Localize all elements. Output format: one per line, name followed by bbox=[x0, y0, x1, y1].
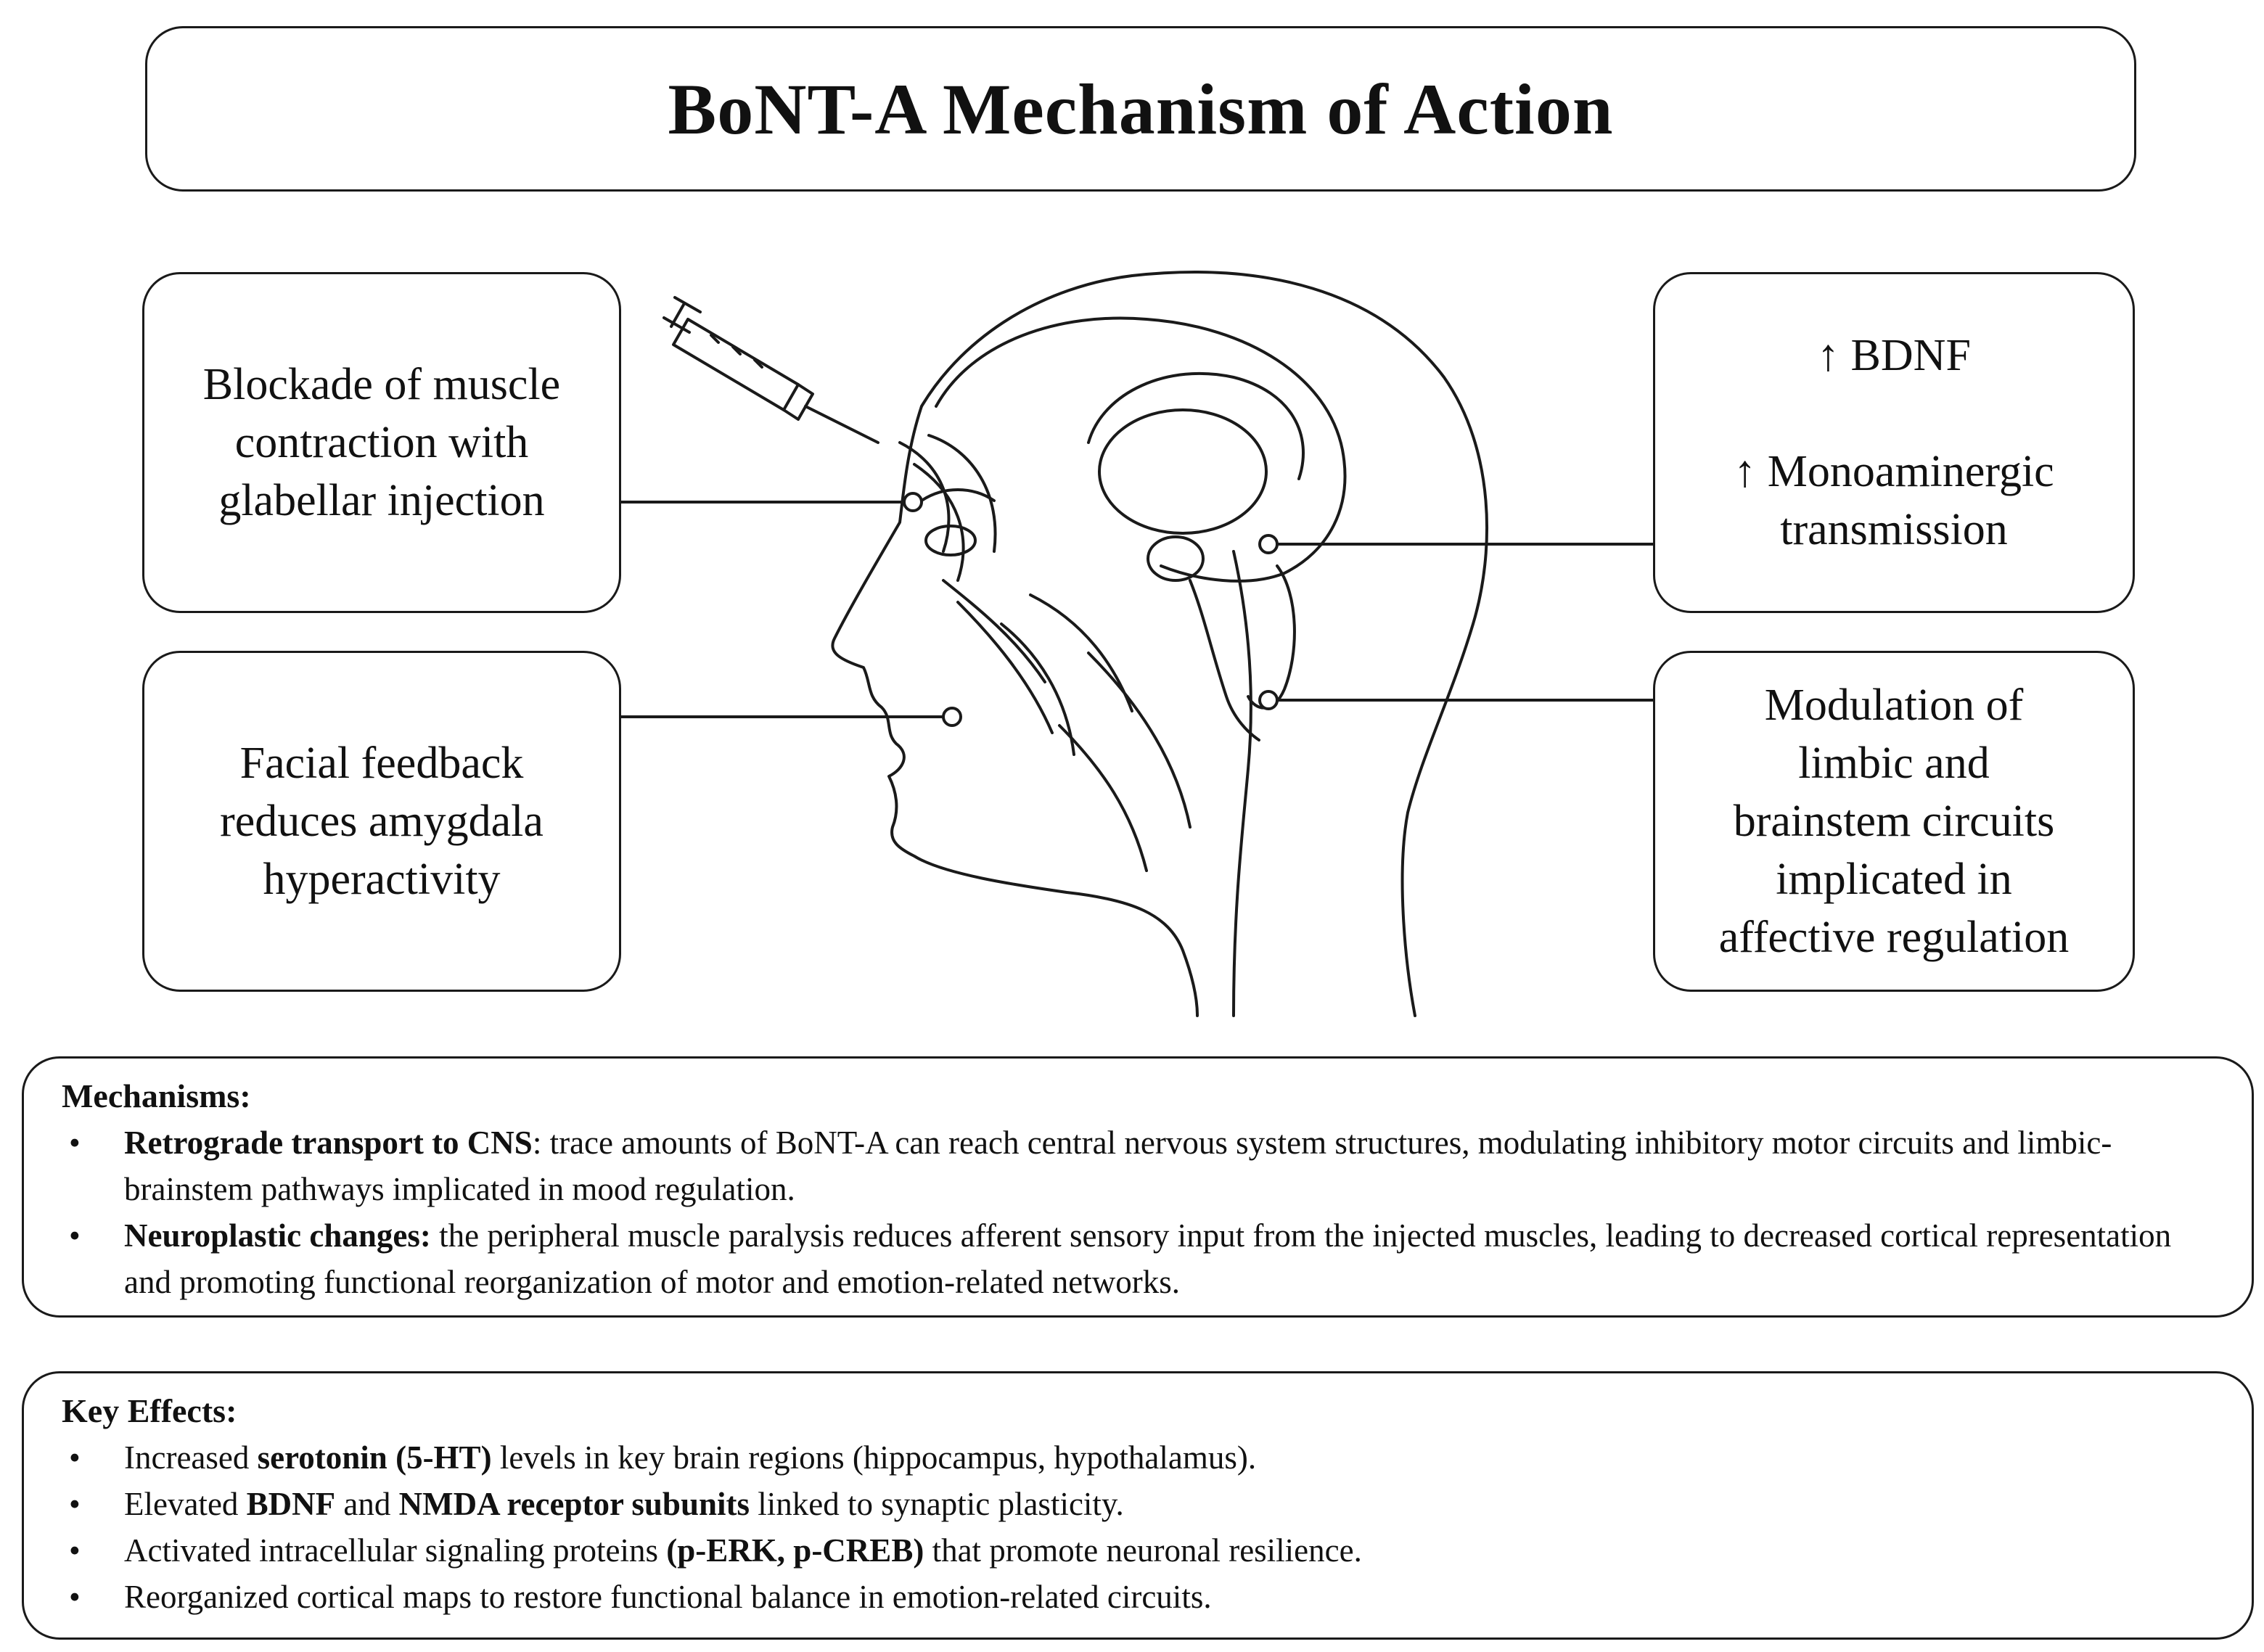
callout-muscle-blockade: Blockade of muscle contraction with glab… bbox=[142, 272, 621, 613]
brainstem bbox=[1189, 579, 1260, 741]
key-effects-panel: Key Effects: Increased serotonin (5-HT) … bbox=[22, 1371, 2254, 1640]
face-profile bbox=[831, 405, 1199, 1017]
callout-bdnf-monoamine: ↑ BDNF ↑ Monoaminergic transmission bbox=[1653, 272, 2135, 613]
item-text: linked to synaptic plasticity. bbox=[750, 1486, 1124, 1522]
item-text: the peripheral muscle paralysis reduces … bbox=[124, 1217, 2172, 1300]
brain-cingulate bbox=[1087, 371, 1305, 480]
syringe-icon bbox=[663, 296, 879, 444]
callout-line: ↑ Monoaminergic bbox=[1734, 447, 2054, 496]
list-item: Retrograde transport to CNS: trace amoun… bbox=[62, 1119, 2217, 1212]
callout-line: contraction with bbox=[234, 418, 529, 467]
callout-line: glabellar injection bbox=[218, 476, 545, 525]
callout-line: Facial feedback bbox=[239, 739, 524, 788]
mechanisms-heading: Mechanisms: bbox=[62, 1077, 251, 1114]
item-text: levels in key brain regions (hippocampus… bbox=[491, 1439, 1257, 1476]
callout-line: affective regulation bbox=[1718, 913, 2070, 962]
marker-glabella bbox=[903, 492, 923, 512]
callout-facial-feedback: Facial feedback reduces amygdala hyperac… bbox=[142, 651, 621, 992]
neck-front bbox=[1232, 550, 1252, 1017]
callout-line: Modulation of bbox=[1764, 681, 2024, 730]
item-bold: (p-ERK, p-CREB) bbox=[666, 1532, 924, 1569]
callout-line: hyperactivity bbox=[263, 855, 501, 904]
list-item: Reorganized cortical maps to restore fun… bbox=[62, 1574, 2217, 1620]
mechanisms-list: Retrograde transport to CNS: trace amoun… bbox=[62, 1119, 2217, 1305]
item-text: Activated intracellular signaling protei… bbox=[124, 1532, 667, 1569]
item-bold: Retrograde transport to CNS bbox=[124, 1125, 533, 1161]
list-item: Neuroplastic changes: the peripheral mus… bbox=[62, 1212, 2217, 1305]
item-text: Elevated bbox=[124, 1486, 247, 1522]
key-effects-list: Increased serotonin (5-HT) levels in key… bbox=[62, 1434, 2217, 1620]
item-bold: Neuroplastic changes: bbox=[124, 1217, 431, 1254]
item-bold: NMDA receptor subunits bbox=[398, 1486, 750, 1522]
callout-limbic-modulation: Modulation of limbic and brainstem circu… bbox=[1653, 651, 2135, 992]
key-effects-heading: Key Effects: bbox=[62, 1392, 237, 1429]
item-bold: serotonin (5-HT) bbox=[257, 1439, 492, 1476]
ear bbox=[1247, 564, 1296, 710]
callout-line: limbic and bbox=[1798, 739, 1990, 788]
brain-thalamus bbox=[1147, 535, 1205, 582]
callout-line: Blockade of muscle bbox=[202, 360, 561, 409]
callout-line: brainstem circuits bbox=[1733, 797, 2055, 846]
marker-brain bbox=[1258, 534, 1279, 554]
item-bold: BDNF bbox=[246, 1486, 336, 1522]
item-text: Reorganized cortical maps to restore fun… bbox=[124, 1579, 1212, 1615]
item-text: Increased bbox=[124, 1439, 258, 1476]
brain-outline bbox=[935, 316, 1347, 583]
marker-mouth bbox=[942, 707, 962, 727]
diagram-title: BoNT-A Mechanism of Action bbox=[668, 68, 1614, 149]
item-text: : trace amounts of BoNT-A can reach cent… bbox=[124, 1125, 2112, 1207]
head-outline bbox=[920, 271, 1489, 1017]
callout-line: reduces amygdala bbox=[220, 797, 544, 846]
list-item: Activated intracellular signaling protei… bbox=[62, 1527, 2217, 1574]
item-text: that promote neuronal resilience. bbox=[924, 1532, 1362, 1569]
list-item: Elevated BDNF and NMDA receptor subunits… bbox=[62, 1481, 2217, 1527]
title-box: BoNT-A Mechanism of Action bbox=[145, 26, 2136, 192]
callout-line: transmission bbox=[1780, 505, 2008, 554]
callout-line: implicated in bbox=[1776, 855, 2012, 904]
mechanisms-panel: Mechanisms: Retrograde transport to CNS:… bbox=[22, 1056, 2254, 1318]
callout-line: ↑ BDNF bbox=[1817, 331, 1971, 380]
brain-corpus bbox=[1098, 408, 1268, 535]
list-item: Increased serotonin (5-HT) levels in key… bbox=[62, 1434, 2217, 1481]
marker-brainstem bbox=[1258, 690, 1279, 710]
item-text: and bbox=[335, 1486, 399, 1522]
